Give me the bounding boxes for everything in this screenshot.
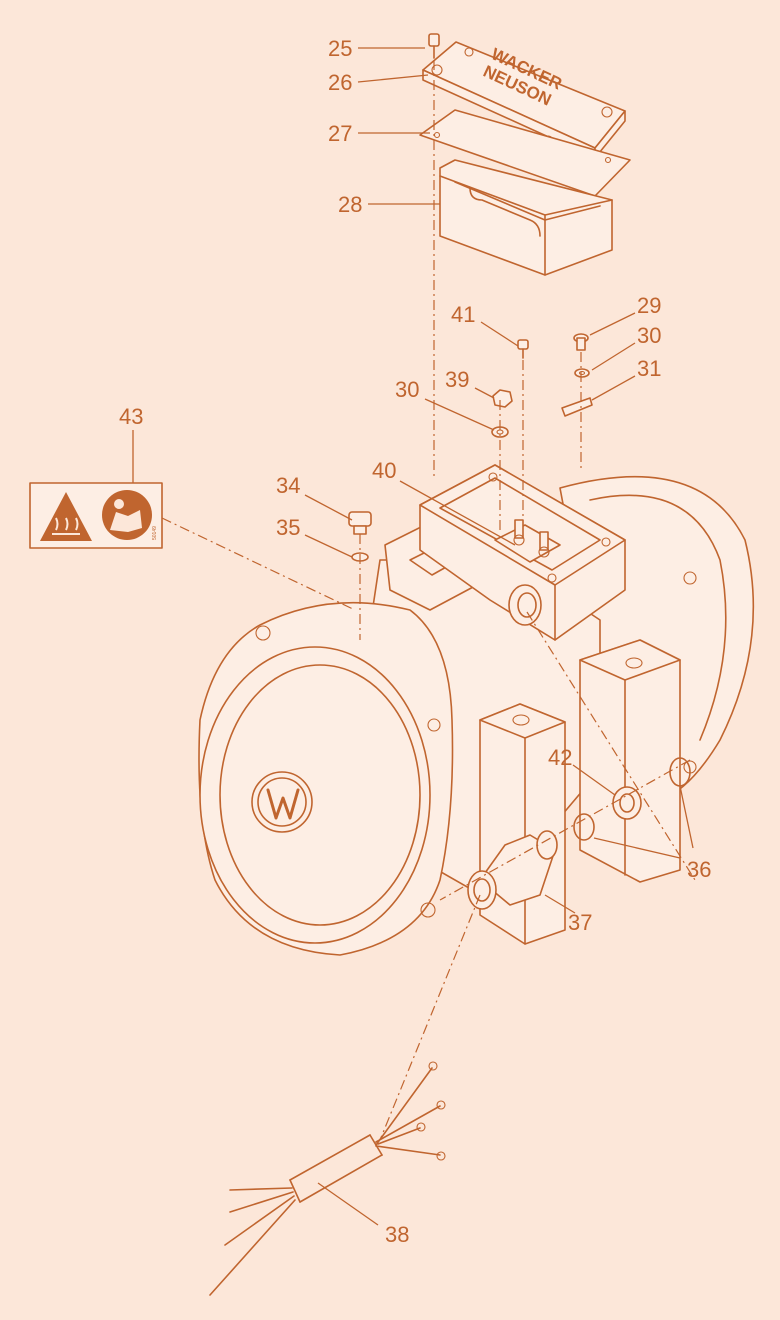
callout-36: 36 [687, 857, 711, 882]
warning-decal: 50149 [29, 482, 163, 549]
power-cable [209, 1061, 446, 1296]
washer-right [574, 368, 590, 378]
callout-35: 35 [276, 515, 300, 540]
callout-26: 26 [328, 70, 352, 95]
callout-30-left: 30 [395, 377, 419, 402]
callout-27: 27 [328, 121, 352, 146]
leader-lines [132, 47, 694, 1226]
callout-42: 42 [548, 745, 572, 770]
terminal-screw [517, 339, 529, 359]
ground-screw [573, 333, 589, 351]
hex-nut [492, 389, 513, 408]
callout-40: 40 [372, 458, 396, 483]
plug-screw [348, 511, 372, 535]
callout-43: 43 [119, 404, 143, 429]
callout-39: 39 [445, 367, 469, 392]
callout-28: 28 [338, 192, 362, 217]
callout-41: 41 [451, 302, 475, 327]
retaining-ring-b [573, 813, 595, 841]
callout-30-right: 30 [637, 323, 661, 348]
callout-29: 29 [637, 293, 661, 318]
center-lines [161, 60, 696, 1141]
cover-gasket [419, 109, 631, 197]
vibrator-motor-assembly [198, 464, 755, 956]
wacker-w-logo-icon [251, 771, 313, 833]
read-manual-icon [102, 490, 152, 540]
callout-labels: 25 26 27 28 41 29 30 31 39 30 43 40 34 3… [119, 36, 711, 1247]
cable-gland [467, 830, 558, 910]
hot-surface-warning-icon [40, 492, 92, 541]
callout-25: 25 [328, 36, 352, 61]
callout-31: 31 [637, 356, 661, 381]
decal-code: 50149 [152, 526, 158, 540]
reducer-bushing [612, 786, 642, 820]
callout-38: 38 [385, 1222, 409, 1247]
ground-lug [561, 397, 593, 417]
callout-37: 37 [568, 910, 592, 935]
cover-screw [428, 33, 440, 59]
junction-box-frame [439, 159, 613, 276]
callout-34: 34 [276, 473, 300, 498]
terminal-block [494, 519, 561, 563]
